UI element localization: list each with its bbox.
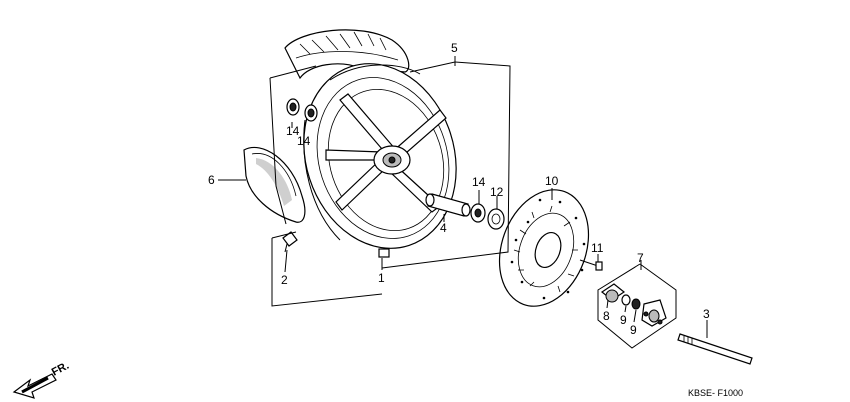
callout-4: 4 [440,221,447,235]
leader-lines [218,56,708,349]
seal-13 [487,208,505,230]
diagram-code: KBSE- F1000 [688,388,743,398]
front-marker-label: FR. [50,360,71,379]
callout-8: 8 [603,309,610,323]
callout-14-right: 14 [472,175,486,189]
disc-bolt-11 [579,259,603,271]
callout-13: 12 [490,185,504,199]
callout-14-left: 14 [297,134,311,148]
balance-weight-1 [378,248,390,258]
callout-11: 11 [591,241,604,255]
callout-9-b: 9 [630,323,637,337]
collar-4 [425,193,471,217]
axle-3 [677,333,753,365]
wheel [303,63,457,249]
callout-7: 7 [637,251,644,265]
front-direction-arrow: FR. [12,360,71,399]
callout-2: 2 [281,273,288,287]
brake-disc [498,189,590,307]
callout-9-a: 9 [620,313,627,327]
callout-1: 1 [378,271,385,285]
callout-3: 3 [703,307,710,321]
hub-assembly [600,283,667,327]
callout-12: 14 [286,124,300,138]
callout-10: 10 [545,174,559,188]
callout-5: 5 [451,41,458,55]
callout-6: 6 [208,173,215,187]
